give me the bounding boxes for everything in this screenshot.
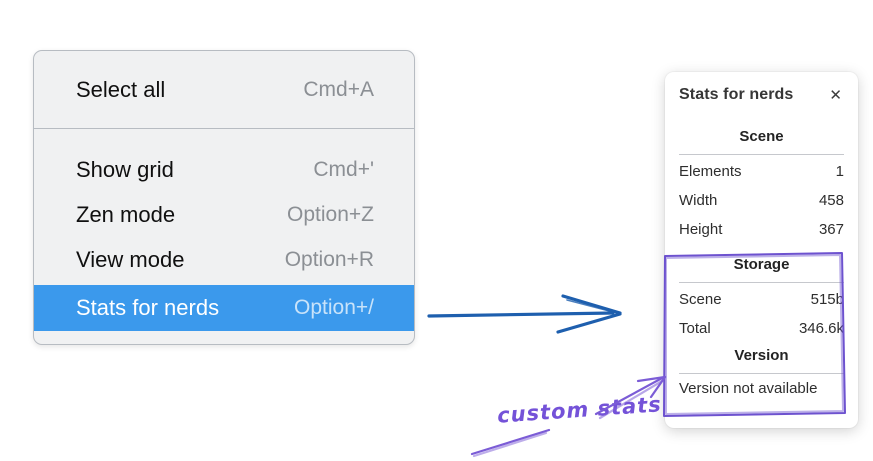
menu-item-shortcut: Cmd+A [303,77,374,101]
stat-label: Scene [679,291,722,308]
menu-item-shortcut: Cmd+' [313,157,374,181]
stat-value: 346.6k [798,320,844,337]
custom-stats-annotation-label: custom stats [496,392,663,428]
stat-value: 1 [835,163,844,180]
menu-item-shortcut: Option+R [284,247,374,271]
stat-row-total-storage: Total 346.6k [679,314,844,343]
menu-divider [34,128,414,129]
menu-item-select-all[interactable]: Select all Cmd+A [34,51,414,128]
stat-row-width: Width 458 [679,186,844,215]
stats-panel-title: Stats for nerds [679,86,794,103]
section-heading-version: Version [734,347,789,364]
stat-label: Total [679,320,711,337]
version-note: Version not available [679,380,818,397]
menu-item-label: Select all [76,76,166,102]
menu-item-show-grid[interactable]: Show grid Cmd+' [34,147,414,192]
section-heading-scene: Scene [739,128,784,145]
stat-row-elements: Elements 1 [679,157,844,186]
menu-item-stats-for-nerds[interactable]: Stats for nerds Option+/ [34,285,414,331]
menu-item-zen-mode[interactable]: Zen mode Option+Z [34,192,414,237]
menu-item-label: Zen mode [76,201,176,227]
close-icon[interactable]: ✕ [829,86,842,104]
menu-to-panel-arrow [427,294,622,334]
stat-row-height: Height 367 [679,215,844,244]
section-heading-storage: Storage [733,256,790,273]
menu-item-shortcut: Option+Z [287,202,374,226]
menu-section: Show grid Cmd+' Zen mode Option+Z View m… [34,129,414,331]
menu-item-label: View mode [76,246,185,272]
section-divider [679,154,844,155]
stat-label: Width [679,192,718,209]
section-divider [679,373,844,374]
stat-label: Elements [679,163,742,180]
stat-row-scene-storage: Scene 515b [679,285,844,314]
stat-value: 367 [818,221,844,238]
menu-item-view-mode[interactable]: View mode Option+R [34,237,414,282]
section-divider [679,282,844,283]
menu-item-shortcut: Option+/ [294,296,374,319]
menu-item-label: Show grid [76,156,174,182]
stat-label: Height [679,221,723,238]
context-menu: Select all Cmd+A Show grid Cmd+' Zen mod… [33,50,415,345]
menu-item-label: Stats for nerds [76,295,220,320]
stats-for-nerds-panel: Stats for nerds ✕ Scene Elements 1 Width… [665,72,858,428]
stat-value: 515b [810,291,844,308]
stat-value: 458 [818,192,844,209]
stats-panel-header: Stats for nerds ✕ [679,84,844,106]
